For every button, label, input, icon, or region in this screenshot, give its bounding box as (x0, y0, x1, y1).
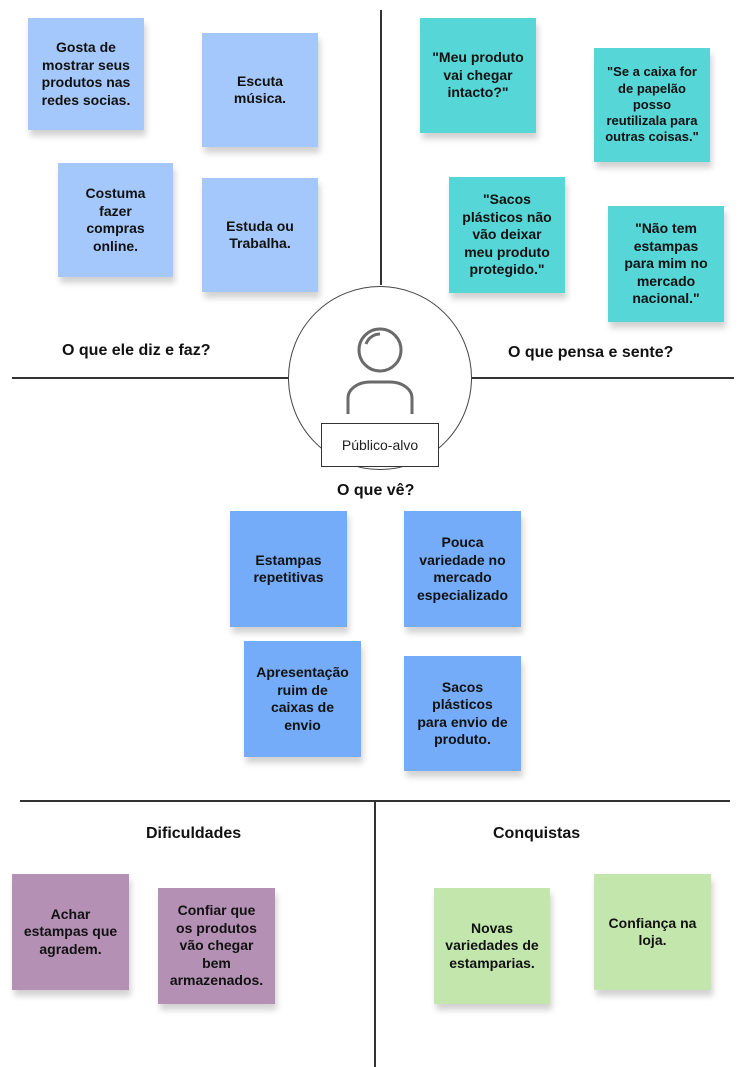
sticky-note: Pouca variedade no mercado especializado (404, 511, 521, 627)
sticky-note: "Meu produto vai chegar intacto?" (420, 18, 536, 133)
sticky-note: Gosta de mostrar seus produtos nas redes… (28, 18, 144, 130)
note-text: "Se a caixa for de papelão posso reutili… (605, 64, 699, 145)
note-text: Pouca variedade no mercado especializado (416, 534, 509, 603)
note-text: Novas variedades de estamparias. (445, 919, 539, 971)
sticky-note: Sacos plásticos para envio de produto. (404, 656, 521, 771)
person-icon (346, 327, 414, 414)
sticky-note: "Se a caixa for de papelão posso reutili… (594, 48, 710, 162)
sticky-note: Novas variedades de estamparias. (434, 888, 550, 1004)
note-text: "Meu produto vai chegar intacto?" (432, 49, 524, 101)
sticky-note: Achar estampas que agradem. (12, 874, 129, 990)
note-text: Costuma fazer compras online. (85, 185, 146, 254)
sticky-note: "Não tem estampas para mim no mercado na… (608, 206, 724, 322)
heading-gains: Conquistas (493, 825, 581, 842)
note-text: Achar estampas que agradem. (23, 905, 118, 957)
horizontal-divider-left (12, 377, 288, 379)
heading-says-does: O que ele diz e faz? (62, 342, 211, 359)
sticky-note: Estampas repetitivas (230, 511, 347, 627)
note-text: "Sacos plásticos não vão deixar meu prod… (462, 191, 552, 278)
note-text: Gosta de mostrar seus produtos nas redes… (41, 39, 131, 108)
note-text: Escuta música. (233, 72, 287, 107)
vertical-divider-bottom (374, 800, 376, 1067)
sticky-note: Escuta música. (202, 33, 318, 147)
heading-pains: Dificuldades (146, 825, 242, 842)
sticky-note: Estuda ou Trabalha. (202, 178, 318, 292)
heading-sees: O que vê? (337, 482, 415, 499)
note-text: "Não tem estampas para mim no mercado na… (624, 220, 708, 307)
persona-label: Público-alvo (321, 423, 439, 467)
heading-thinks-feels: O que pensa e sente? (508, 344, 674, 361)
note-text: Sacos plásticos para envio de produto. (417, 678, 508, 748)
note-text: Confiança na loja. (608, 914, 697, 949)
sticky-note: Costuma fazer compras online. (58, 163, 173, 277)
sticky-note: "Sacos plásticos não vão deixar meu prod… (449, 177, 565, 293)
note-text: Estampas repetitivas (253, 551, 324, 586)
horizontal-divider-right (472, 377, 734, 379)
sticky-note: Confiança na loja. (594, 874, 711, 990)
note-text: Apresentação ruim de caixas de envio (256, 664, 349, 733)
note-text: Estuda ou Trabalha. (226, 217, 294, 252)
vertical-divider-top (380, 10, 382, 285)
sticky-note: Confiar que os produtos vão chegar bem a… (158, 888, 275, 1004)
note-text: Confiar que os produtos vão chegar bem a… (169, 902, 264, 989)
sticky-note: Apresentação ruim de caixas de envio (244, 641, 361, 757)
